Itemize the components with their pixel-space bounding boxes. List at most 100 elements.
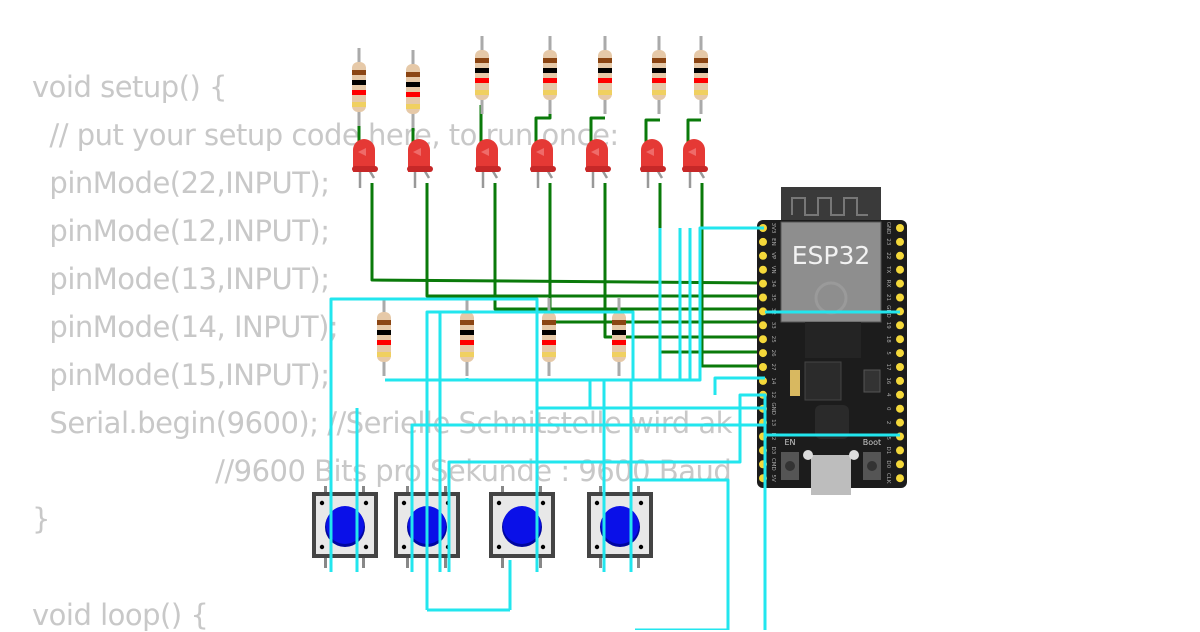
- resistor-band: [652, 78, 666, 83]
- resistor-band: [543, 78, 557, 83]
- pin-label: 26: [770, 350, 776, 357]
- led-rim: [585, 166, 611, 172]
- pin-label: 33: [770, 322, 776, 329]
- resistor-band: [542, 340, 556, 345]
- pushbutton: [587, 486, 653, 568]
- pin-label: EN: [770, 238, 776, 246]
- resistor-band: [460, 340, 474, 345]
- pin-right-clk: [896, 474, 904, 483]
- led: [352, 139, 378, 188]
- led-dome: [586, 139, 608, 172]
- resistor-band: [542, 352, 556, 357]
- button-lead: [324, 556, 327, 568]
- code-line: //9600 Bits pro Sekunde : 9600 Baud: [32, 454, 732, 488]
- usb-mount: [803, 450, 813, 460]
- led: [407, 139, 433, 188]
- pin-label: GND: [885, 222, 891, 235]
- led-dome: [476, 139, 498, 172]
- button-lead: [362, 486, 365, 494]
- pin-label: GND: [770, 402, 776, 415]
- led-dome: [408, 139, 430, 172]
- antenna-trace: [791, 197, 868, 216]
- button-lead: [444, 486, 447, 494]
- regulator: [804, 361, 842, 401]
- pin-left-27: [759, 363, 767, 371]
- resistor-band: [543, 90, 557, 95]
- pin-label: 25: [770, 336, 776, 343]
- resistor-band: [406, 92, 420, 97]
- code-line: void setup() {: [32, 70, 228, 104]
- led-rim: [407, 166, 433, 172]
- led: [640, 139, 666, 188]
- resistor-band: [460, 320, 474, 325]
- button-dot: [496, 500, 502, 506]
- button-dot: [319, 500, 325, 506]
- usb-mount: [849, 450, 859, 460]
- led: [530, 139, 556, 188]
- pin-label: 18: [885, 336, 891, 343]
- pin-right-d0: [896, 460, 904, 469]
- led-rim: [530, 166, 556, 172]
- button-cap: [503, 506, 541, 544]
- led-dome: [683, 139, 705, 172]
- boot-label: Boot: [863, 438, 881, 447]
- resistor-band: [612, 352, 626, 357]
- pin-right-16: [896, 376, 904, 385]
- resistor-band: [612, 320, 626, 325]
- button-dot: [638, 544, 644, 550]
- led-rim: [682, 166, 708, 172]
- pin-label: 15: [885, 433, 891, 440]
- resistor-band: [377, 320, 391, 325]
- button-dot: [594, 544, 600, 550]
- pin-left-35: [759, 293, 767, 302]
- led-highlight: [536, 148, 544, 156]
- pin-right-21: [896, 293, 904, 302]
- pin-right-rx: [896, 279, 904, 288]
- led-highlight: [413, 148, 421, 156]
- button-cap: [601, 506, 639, 544]
- pin-right-4: [896, 390, 904, 399]
- pin-left-34: [759, 279, 767, 288]
- button-lead: [444, 556, 447, 568]
- resistor-band: [598, 58, 612, 63]
- button-lead: [599, 486, 602, 494]
- resistor-band: [475, 78, 489, 83]
- boot-button-cap: [867, 461, 877, 471]
- pin-left-26: [759, 349, 767, 358]
- cyan-wire: [447, 422, 742, 572]
- smd-part: [863, 369, 881, 393]
- board-label: ESP32: [792, 241, 871, 270]
- pin-right-0: [896, 404, 904, 413]
- green-wire: [548, 183, 764, 324]
- resistor-band: [460, 330, 474, 335]
- pin-label: CMD: [770, 458, 776, 471]
- code-line: void loop() {: [32, 598, 209, 632]
- button-dot: [401, 544, 407, 550]
- resistor: [352, 48, 366, 126]
- led-rim: [352, 166, 378, 172]
- led-dome: [641, 139, 663, 172]
- resistor-band: [612, 330, 626, 335]
- green-wire: [493, 183, 764, 311]
- pin-right-23: [896, 237, 904, 246]
- cyan-wire: [410, 423, 765, 572]
- pin-label: VN: [770, 266, 776, 274]
- pin-label: 16: [885, 377, 891, 384]
- pin-label: 17: [885, 364, 891, 371]
- button-dot: [638, 500, 644, 506]
- pin-label: 23: [885, 238, 891, 245]
- pin-label: 14: [770, 377, 776, 384]
- code-line: pinMode(12,INPUT);: [32, 214, 330, 248]
- button-dot: [594, 500, 600, 506]
- pin-label: CLK: [885, 473, 891, 484]
- pin-label: 5V: [770, 475, 776, 482]
- code-line: pinMode(15,INPUT);: [32, 358, 330, 392]
- resistor-band: [352, 102, 366, 107]
- led: [682, 139, 708, 188]
- led-highlight: [591, 148, 599, 156]
- resistor-band: [598, 90, 612, 95]
- resistor-band: [612, 340, 626, 345]
- pin-label: 13: [770, 419, 776, 426]
